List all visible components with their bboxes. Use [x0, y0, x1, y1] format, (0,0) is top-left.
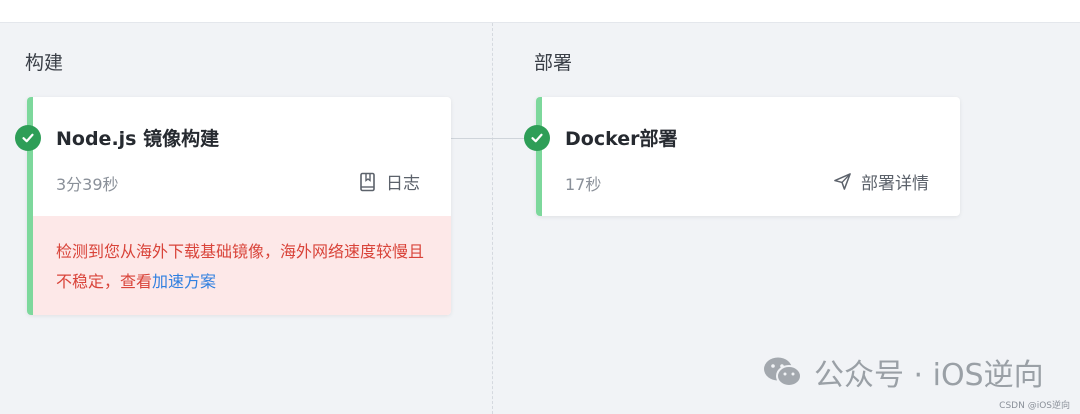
stage-title-build: 构建	[25, 52, 64, 74]
job-name: Node.js 镜像构建	[56, 128, 220, 150]
view-log-label: 日志	[386, 174, 420, 194]
acceleration-plan-link[interactable]: 加速方案	[152, 272, 217, 291]
deploy-details-label: 部署详情	[861, 174, 929, 194]
job-card-build[interactable]: Node.js 镜像构建 3分39秒 日志 检测到您从海外下载基础镜像，海外网络…	[27, 97, 451, 315]
stage-connector-line	[451, 138, 525, 139]
success-check-icon	[524, 125, 550, 151]
wechat-icon	[764, 357, 802, 387]
log-book-icon	[360, 172, 375, 191]
job-duration: 3分39秒	[56, 175, 119, 194]
view-log-button[interactable]: 日志	[359, 169, 420, 194]
job-duration: 17秒	[565, 175, 602, 194]
success-accent-bar	[536, 97, 542, 216]
top-bar	[0, 0, 1080, 23]
job-card-deploy[interactable]: Docker部署 17秒 部署详情	[536, 97, 960, 216]
success-accent-bar	[27, 97, 33, 315]
job-name: Docker部署	[565, 128, 678, 150]
watermark: 公众号 · iOS逆向	[762, 350, 1044, 394]
send-icon	[834, 173, 851, 190]
overseas-mirror-warning: 检测到您从海外下载基础镜像，海外网络速度较慢且不稳定，查看加速方案	[33, 216, 451, 315]
stage-title-deploy: 部署	[534, 52, 573, 74]
watermark-text: 公众号 · iOS逆向	[814, 358, 1044, 393]
deploy-details-button[interactable]: 部署详情	[833, 169, 929, 194]
success-check-icon	[15, 125, 41, 151]
stage-divider	[492, 23, 493, 414]
credit-text: CSDN @iOS逆向	[999, 401, 1070, 411]
warning-text: 检测到您从海外下载基础镜像，海外网络速度较慢且不稳定，查看	[56, 242, 425, 291]
